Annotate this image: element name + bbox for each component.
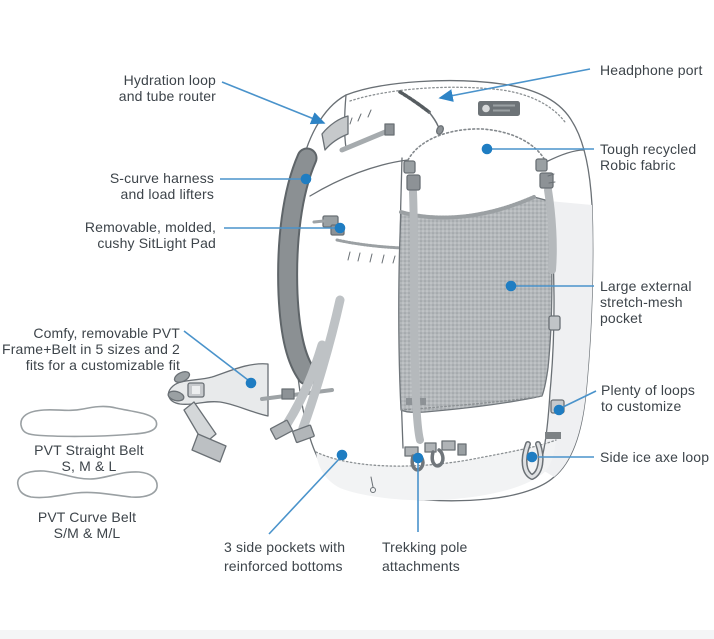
label-line: pocket xyxy=(600,310,643,326)
label-line: Comfy, removable PVT xyxy=(33,325,180,341)
callout-label-hydration-loop: Hydration loop and tube router xyxy=(119,72,216,104)
callout-label-s-curve-harness: S-curve harness and load lifters xyxy=(110,170,214,202)
callout-dot-trekking xyxy=(412,452,424,464)
callout-line-sidepockets xyxy=(268,457,341,535)
callout-label-loops-to-customize: Plenty of loops to customize xyxy=(601,382,695,414)
callout-label-trekking-pole: Trekking pole attachments xyxy=(382,538,467,576)
label-line: Plenty of loops xyxy=(601,382,696,398)
label-line: S-curve harness xyxy=(109,170,214,186)
callout-dot-mesh xyxy=(505,280,517,292)
callout-dot-sitlight xyxy=(334,222,346,234)
label-line: to customize xyxy=(601,398,682,414)
label-line: fits for a customizable fit xyxy=(25,357,180,373)
label-line: and tube router xyxy=(118,88,216,104)
label-line: Tough recycled xyxy=(600,141,697,157)
callout-dot-scurve xyxy=(300,173,312,185)
label-line: Robic fabric xyxy=(600,157,676,173)
callout-label-sitlight-pad: Removable, molded, cushy SitLight Pad xyxy=(85,219,216,251)
callout-label-side-ice-axe-loop: Side ice axe loop xyxy=(600,449,709,465)
callout-label-pvt-frame-belt: Comfy, removable PVT Frame+Belt in 5 siz… xyxy=(2,325,180,373)
label-line: S, M & L xyxy=(61,458,117,474)
label-line: Side ice axe loop xyxy=(600,449,710,465)
label-line: and load lifters xyxy=(120,186,214,202)
callout-label-side-pockets: 3 side pockets with reinforced bottoms xyxy=(224,538,345,576)
ice-axe-loop xyxy=(521,441,544,480)
belt-label-curve: PVT Curve Belt S/M & M/L xyxy=(16,509,158,541)
belt-outline-straight xyxy=(20,405,158,438)
bottom-divider-strip xyxy=(0,630,714,639)
label-line: reinforced bottoms xyxy=(224,558,343,574)
callout-lines xyxy=(183,68,597,535)
label-line: attachments xyxy=(382,558,460,574)
backpack-drawing xyxy=(167,79,594,502)
label-line: PVT Straight Belt xyxy=(34,442,144,458)
label-line: cushy SitLight Pad xyxy=(97,235,216,251)
callout-line-pvt xyxy=(183,330,249,381)
callout-dot-pvt xyxy=(245,377,257,389)
callout-dot-iceaxe xyxy=(526,451,538,463)
label-line: Headphone port xyxy=(600,62,703,78)
load-lifter-strap xyxy=(339,127,393,153)
shoulder-strap xyxy=(277,147,318,386)
brand-label-patch xyxy=(478,101,520,116)
label-line: Large external xyxy=(600,278,692,294)
callout-label-robic-fabric: Tough recycled Robic fabric xyxy=(600,141,696,173)
label-line: stretch-mesh xyxy=(600,294,683,310)
label-line: Hydration loop xyxy=(123,72,216,88)
callout-arrow-hydration xyxy=(221,81,326,125)
hydration-loop-wedge xyxy=(321,115,349,151)
belt-outline-curve xyxy=(16,470,158,499)
callout-label-headphone-port: Headphone port xyxy=(600,62,703,78)
dome-seam xyxy=(407,128,547,163)
callout-arrow-headphone xyxy=(438,68,591,102)
stretch-mesh-pocket xyxy=(398,195,553,414)
callout-dot-sidepockets xyxy=(336,449,348,461)
callout-dots xyxy=(245,143,565,464)
callout-line-loops xyxy=(562,390,597,408)
label-line: Trekking pole xyxy=(382,539,468,555)
label-line: 3 side pockets with xyxy=(224,539,346,555)
label-line: Removable, molded, xyxy=(84,219,216,235)
callout-label-mesh-pocket: Large external stretch-mesh pocket xyxy=(600,278,692,326)
gear-loop xyxy=(548,315,561,331)
label-line: PVT Curve Belt xyxy=(37,509,137,525)
trekking-pole-hardware xyxy=(404,440,467,472)
callout-dot-loops xyxy=(553,404,565,416)
label-line: Frame+Belt in 5 sizes and 2 xyxy=(2,341,180,357)
belt-label-straight: PVT Straight Belt S, M & L xyxy=(18,442,160,474)
label-line: S/M & M/L xyxy=(53,525,121,541)
callout-dot-robic xyxy=(481,143,493,155)
lid-zipper xyxy=(398,90,444,135)
